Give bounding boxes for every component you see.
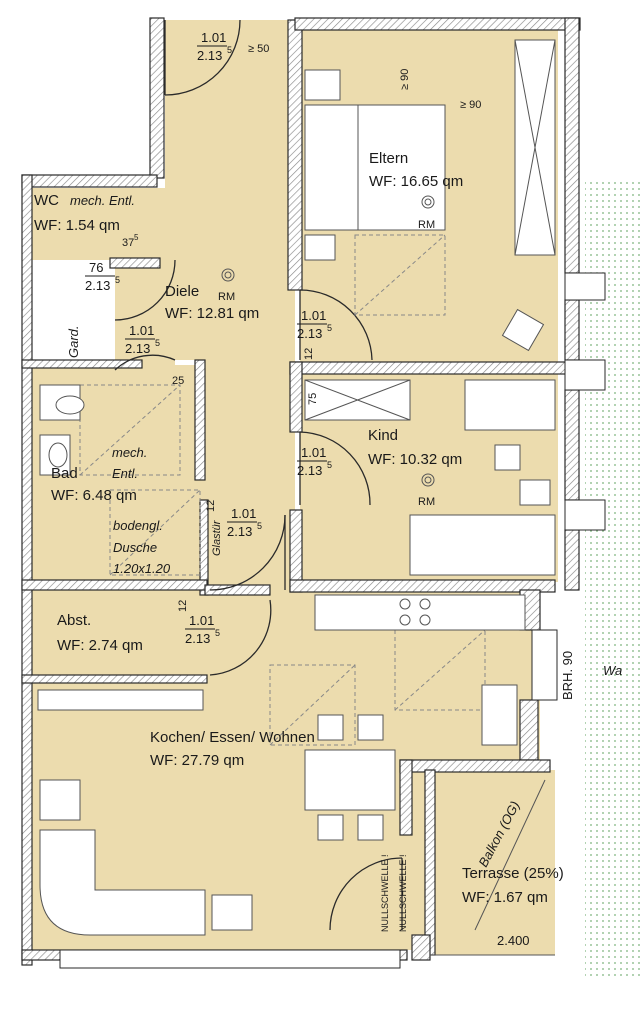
door-height: 2.13 [297,463,322,478]
room-terrasse-area: WF: 1.67 qm [462,889,548,906]
door-height: 2.13 [227,524,252,539]
brh-label: BRH. 90 [560,651,575,700]
svg-text:5: 5 [134,233,139,242]
nullschwelle-2: NULLSCHWELLE ! [398,854,408,932]
kitchen-counter [314,594,526,631]
door-height: 2.13 [85,278,110,293]
door-swings [114,19,403,931]
door-height-sup: 5 [155,338,160,348]
shower-line2: Dusche [113,540,157,555]
door-height-sup: 5 [115,275,120,285]
room-kochen-name: Kochen/ Essen/ Wohnen [150,729,315,746]
windows [59,272,606,969]
door-label: 1.01 2.13 5 [297,308,332,341]
gard-label: Gard. [66,325,81,358]
bad-extra-2: Entl. [112,466,138,481]
door-height: 2.13 [297,326,322,341]
furniture [37,39,556,936]
door-width: 1.01 [301,445,326,460]
room-bad-name: Bad [51,465,78,482]
sideboard [37,689,204,711]
dim-12a: 12 [303,348,315,360]
door-height-sup: 5 [215,628,220,638]
room-kind-name: Kind [368,427,398,444]
diele-rm-label: RM [218,291,235,303]
door-width: 1.01 [189,613,214,628]
door-height: 2.13 [197,48,222,63]
room-bad-area: WF: 6.48 qm [51,487,137,504]
room-wc-name: WC [34,192,59,209]
floor-diele-lower [115,250,175,370]
floor-terrasse [430,770,555,955]
room-diele-name: Diele [165,283,199,300]
dim-12b: 12 [205,500,217,512]
balcony-line [474,779,546,931]
dim-75: 75 [307,393,319,405]
door-label: 1.01 2.13 5 [297,445,332,478]
dim-12c: 12 [177,600,189,612]
room-eltern-area: WF: 16.65 qm [369,173,463,190]
door-label: 1.01 2.13 5 [227,506,262,539]
glastuer-label: Glastür [211,519,223,556]
door-height-sup: 5 [257,521,262,531]
door-label: 1.01 2.13 5 [125,323,160,356]
room-eltern-name: Eltern [369,150,408,167]
smoke-detectors [221,195,435,487]
min90-a: ≥ 90 [399,69,411,90]
door-width: 1.01 [301,308,326,323]
walls [21,17,581,966]
door-height-sup: 5 [227,45,232,55]
door-height-sup: 5 [327,460,332,470]
sofa [39,829,206,936]
room-abst-name: Abst. [57,612,91,629]
door-width: 76 [89,260,103,275]
door-width: 1.01 [201,30,226,45]
floor-diele-corridor [200,360,295,595]
door-label: 1.01 2.13 5 [185,613,220,646]
terrasse-dimension: 2.400 [497,933,530,948]
desk [464,379,556,431]
kind-rm-label: RM [418,496,435,508]
dining-table [304,749,396,811]
double-bed [304,104,446,231]
wa-label: Wa [603,663,622,678]
nullschwelle-1: NULLSCHWELLE ! [380,854,390,932]
shower-line1: bodengl. [113,518,163,533]
room-wc-area: WF: 1.54 qm [34,217,120,234]
sink-unit [481,684,518,746]
dim-37: 37 [122,237,134,249]
dim-25: 25 [172,375,184,387]
door-height: 2.13 [125,341,150,356]
bad-extra-1: mech. [112,445,147,460]
door-height-sup: 5 [327,323,332,333]
eltern-rm-label: RM [418,219,435,231]
min50: ≥ 50 [248,43,269,55]
floor-wc [30,188,165,260]
nightstand-left [304,69,341,101]
door-width: 1.01 [129,323,154,338]
door-width: 1.01 [231,506,256,521]
shower-line3: 1.20x1.20 [113,561,171,576]
room-kind-area: WF: 10.32 qm [368,451,462,468]
green-area [585,180,640,980]
room-abst-area: WF: 2.74 qm [57,637,143,654]
room-kochen-area: WF: 27.79 qm [150,752,244,769]
door-height: 2.13 [185,631,210,646]
floor-diele [165,20,295,360]
min90-b: ≥ 90 [460,99,481,111]
room-diele-area: WF: 12.81 qm [165,305,259,322]
room-wc-extra: mech. Entl. [70,193,135,208]
clearance-areas [79,234,486,746]
door-label: 76 2.13 5 [85,260,120,293]
door-label: 1.01 2.13 5 [197,30,232,63]
single-bed [409,514,556,576]
room-terrasse-name: Terrasse (25%) [462,865,564,882]
